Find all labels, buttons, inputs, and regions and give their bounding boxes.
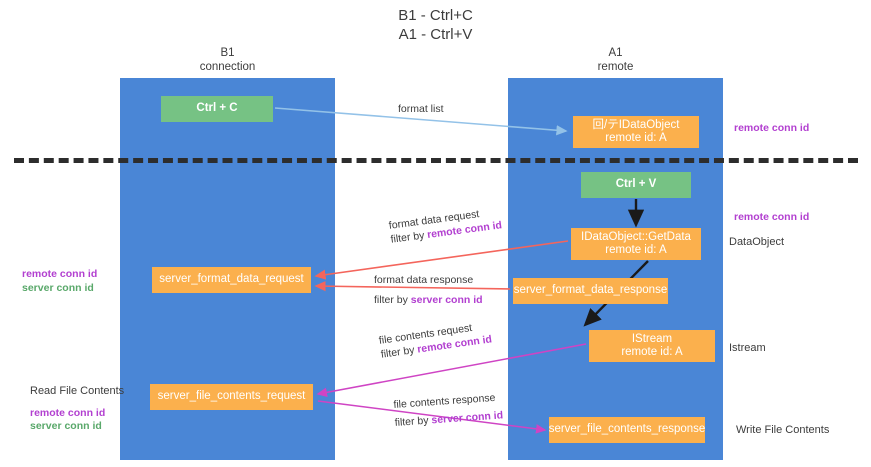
annotation-left-read-file-contents-group: Read File Contents remote conn id server…: [30, 385, 124, 434]
filter-key-server-conn-id: server conn id: [410, 294, 483, 306]
column-header-b1-name: B1: [220, 47, 235, 59]
annotation-write-file-contents: Write File Contents: [736, 424, 830, 436]
node-istream-line2: remote id: A: [621, 346, 683, 358]
annotation-left-remote-conn-id-2: remote conn id: [30, 406, 106, 419]
node-getdata-line1: IDataObject::GetData: [581, 230, 691, 243]
node-idataobject-line2: remote id: A: [605, 132, 667, 144]
diagram-title: B1 - Ctrl+C A1 - Ctrl+V: [0, 6, 871, 44]
title-line-2: A1 - Ctrl+V: [398, 26, 473, 43]
column-header-a1: A1 remote: [508, 46, 723, 74]
node-ctrl-c[interactable]: Ctrl + C: [161, 96, 273, 122]
annotation-left-remote-conn-id: remote conn id: [22, 268, 98, 280]
filter-prefix: filter by: [394, 414, 432, 429]
column-header-a1-role: remote: [597, 61, 634, 73]
edge-label-format-data-response: format data response filter by server co…: [374, 273, 483, 307]
node-server-format-data-response[interactable]: server_format_data_response: [513, 278, 668, 304]
filter-prefix: filter by: [374, 294, 411, 306]
annotation-read-file-contents: Read File Contents: [30, 385, 125, 397]
annotation-right-remote-conn-id-mid: remote conn id: [734, 211, 810, 223]
edge-label-file-contents-response: file contents response filter by server …: [393, 390, 504, 429]
node-idataobject[interactable]: 回/テIDataObject remote id: A: [573, 116, 699, 148]
node-server-file-contents-request[interactable]: server_file_contents_request: [150, 384, 313, 410]
column-header-b1: B1 connection: [120, 46, 335, 74]
annotation-left-server-conn-id-2: server conn id: [30, 420, 102, 432]
annotation-dataobject: DataObject: [729, 236, 785, 248]
node-istream-line1: IStream: [631, 332, 673, 345]
column-header-b1-role: connection: [199, 61, 256, 73]
node-idataobject-line1: 回/テIDataObject: [592, 118, 680, 131]
annotation-right-remote-conn-id-top: remote conn id: [734, 122, 810, 134]
edge-label-format-data-response-filter: filter by server conn id: [374, 293, 483, 307]
edge-label-format-data-response-text: format data response: [374, 274, 474, 286]
edge-label-format-list: format list: [398, 103, 444, 115]
filter-prefix: filter by: [380, 343, 419, 361]
phase-divider: [14, 158, 858, 163]
filter-prefix: filter by: [389, 229, 428, 246]
annotation-left-conn-ids: remote conn id server conn id: [22, 268, 97, 295]
edge-label-file-contents-response-filter: filter by server conn id: [394, 408, 503, 430]
node-idataobject-getdata[interactable]: IDataObject::GetData remote id: A: [571, 228, 701, 260]
node-istream[interactable]: IStream remote id: A: [589, 330, 715, 362]
column-header-a1-name: A1: [608, 47, 623, 59]
node-server-file-contents-response[interactable]: server_file_contents_response: [549, 417, 705, 443]
edge-label-format-data-request: format data request filter by remote con…: [388, 204, 503, 246]
node-getdata-line2: remote id: A: [605, 244, 667, 256]
node-ctrl-v[interactable]: Ctrl + V: [581, 172, 691, 198]
title-line-1: B1 - Ctrl+C: [398, 7, 473, 24]
filter-key-server-conn-id: server conn id: [431, 409, 504, 427]
annotation-left-server-conn-id: server conn id: [22, 281, 94, 294]
edge-label-file-contents-request: file contents request filter by remote c…: [378, 318, 493, 361]
annotation-istream: Istream: [729, 342, 766, 354]
node-server-format-data-request[interactable]: server_format_data_request: [152, 267, 311, 293]
